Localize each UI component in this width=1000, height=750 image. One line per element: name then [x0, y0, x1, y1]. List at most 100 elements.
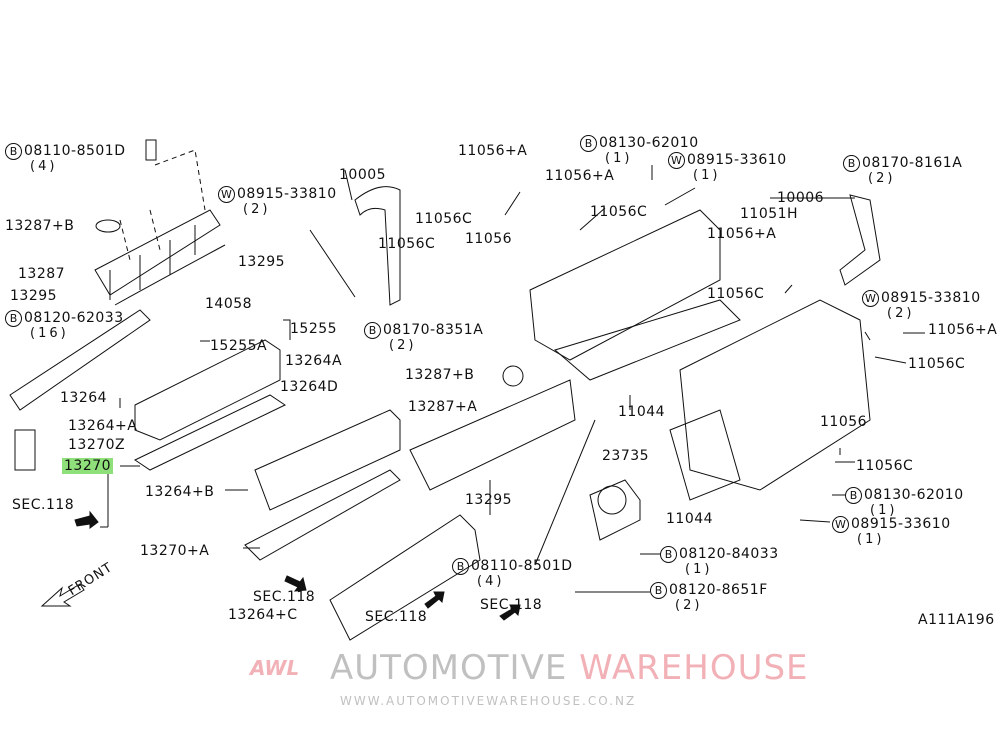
part-number: 08110-8501D: [471, 558, 573, 574]
part-number: 08120-84033: [679, 546, 779, 562]
part-label[interactable]: 13295: [10, 288, 57, 304]
part-label[interactable]: 11044: [618, 404, 665, 420]
part-label[interactable]: 11056+A: [545, 168, 614, 184]
part-quantity: (1): [693, 168, 721, 183]
circled-bolt-icon: B: [650, 582, 667, 599]
part-number: 11044: [618, 404, 666, 420]
part-label[interactable]: 15255: [290, 321, 337, 337]
part-label[interactable]: 13295: [238, 254, 285, 270]
part-label[interactable]: 13287+B: [405, 367, 474, 383]
part-label[interactable]: 13264D: [280, 379, 338, 395]
part-label[interactable]: 13270Z: [68, 437, 125, 453]
part-label[interactable]: 10006: [777, 190, 824, 206]
part-number: 11056C: [415, 211, 473, 227]
watermark-name-red: WAREHOUSE: [579, 648, 809, 688]
part-quantity: (16): [30, 326, 69, 341]
part-number: 08120-62033: [24, 310, 124, 326]
part-number: 11051H: [740, 206, 799, 222]
watermark-url: WWW.AUTOMOTIVEWAREHOUSE.CO.NZ: [340, 694, 637, 708]
cylinder-head-part: [529, 209, 721, 361]
cover-part: [254, 409, 401, 511]
part-label[interactable]: 11056: [465, 231, 512, 247]
part-quantity: (4): [30, 159, 58, 174]
part-label[interactable]: 15255A: [210, 338, 267, 354]
part-label[interactable]: 11056: [820, 414, 867, 430]
part-label[interactable]: 13287+A: [408, 399, 477, 415]
part-quantity: (2): [675, 598, 703, 613]
circled-bolt-icon: B: [5, 310, 22, 327]
part-label[interactable]: 13270+A: [140, 543, 209, 559]
part-number: 13264: [60, 390, 108, 406]
part-number: 08130-62010: [599, 135, 699, 151]
part-number: 10005: [339, 167, 387, 183]
part-number: 13264D: [280, 379, 339, 395]
part-number: 15255A: [210, 338, 268, 354]
part-label[interactable]: 11056C: [415, 211, 472, 227]
seal-part: [502, 365, 524, 387]
part-label[interactable]: 13264: [60, 390, 107, 406]
part-label[interactable]: 14058: [205, 296, 252, 312]
part-number: 13264+B: [145, 484, 215, 500]
part-label[interactable]: 11051H: [740, 206, 798, 222]
part-label[interactable]: SEC.118: [365, 609, 427, 625]
part-label[interactable]: 13270: [62, 458, 114, 474]
part-label[interactable]: 13264+C: [228, 607, 298, 623]
idler-pulley-part: [597, 485, 627, 515]
part-label[interactable]: 13264+A: [68, 418, 137, 434]
part-number: 13270+A: [140, 543, 210, 559]
bracket-part: [839, 194, 881, 286]
circled-washer-icon: W: [862, 290, 879, 307]
part-number: 13264+C: [228, 607, 298, 623]
part-label[interactable]: SEC.118: [12, 497, 74, 513]
circled-washer-icon: W: [218, 186, 235, 203]
part-label[interactable]: 13295: [465, 492, 512, 508]
part-label[interactable]: 11056C: [378, 236, 435, 252]
part-number: 11056C: [707, 286, 765, 302]
part-label[interactable]: SEC.118: [480, 597, 542, 613]
part-label[interactable]: 11056+A: [928, 322, 997, 338]
part-label[interactable]: 13287: [18, 266, 65, 282]
part-label[interactable]: 10005: [339, 167, 386, 183]
part-number: 13295: [465, 492, 513, 508]
cylinder-block-part: [679, 299, 871, 491]
plug-part: [95, 219, 121, 233]
part-number: 13287: [18, 266, 66, 282]
part-label[interactable]: 11056+A: [707, 226, 776, 242]
part-label[interactable]: 23735: [602, 448, 649, 464]
cover-part: [329, 514, 481, 641]
diagram-code: A111A196: [918, 612, 995, 628]
part-number: 13295: [238, 254, 286, 270]
part-label[interactable]: 11044: [666, 511, 713, 527]
bracket-part: [354, 186, 401, 306]
part-label[interactable]: 11056+A: [458, 143, 527, 159]
part-number: 13270: [62, 458, 114, 474]
part-number: 13287+A: [408, 399, 478, 415]
part-number: 08915-33810: [237, 186, 337, 202]
part-label[interactable]: SEC.118: [253, 589, 315, 605]
part-label[interactable]: 11056C: [590, 204, 647, 220]
part-label[interactable]: 11056C: [856, 458, 913, 474]
part-label[interactable]: 11056C: [707, 286, 764, 302]
part-quantity: (1): [857, 532, 885, 547]
part-quantity: (2): [243, 202, 271, 217]
part-number: SEC.118: [12, 497, 75, 513]
part-label[interactable]: 13264A: [285, 353, 342, 369]
part-label[interactable]: 11056C: [908, 356, 965, 372]
part-number: 13264+A: [68, 418, 138, 434]
part-label[interactable]: 13287+B: [5, 218, 74, 234]
part-label[interactable]: 13264+B: [145, 484, 214, 500]
